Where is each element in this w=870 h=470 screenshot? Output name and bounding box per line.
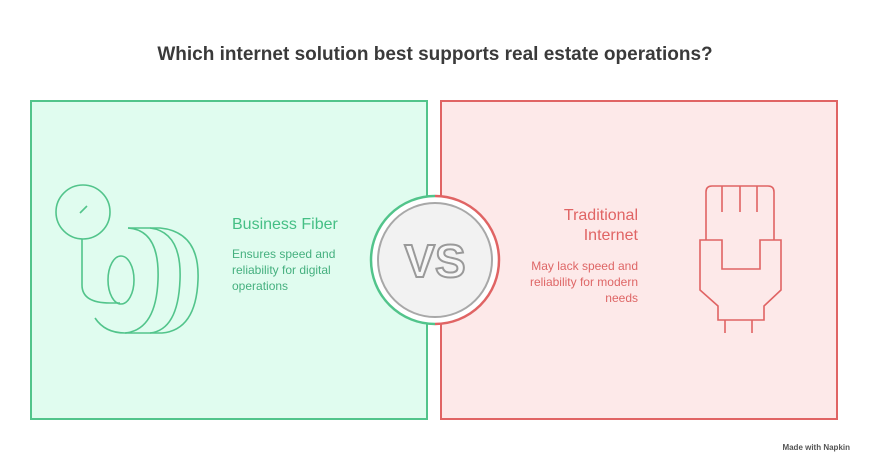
business-fiber-heading: Business Fiber bbox=[232, 216, 338, 233]
traditional-internet-heading: Traditional Internet bbox=[563, 207, 638, 244]
business-fiber-description: Ensures speed and reliability for digita… bbox=[232, 247, 336, 293]
napkin-footer: Made with Napkin bbox=[782, 443, 850, 452]
page-title: Which internet solution best supports re… bbox=[157, 44, 713, 65]
fiber-spool-icon bbox=[55, 184, 199, 334]
vs-badge bbox=[369, 194, 501, 326]
traditional-internet-description: May lack speed and reliability for moder… bbox=[529, 259, 638, 305]
ethernet-plug-icon bbox=[699, 185, 782, 333]
vs-label: VS bbox=[403, 234, 466, 288]
